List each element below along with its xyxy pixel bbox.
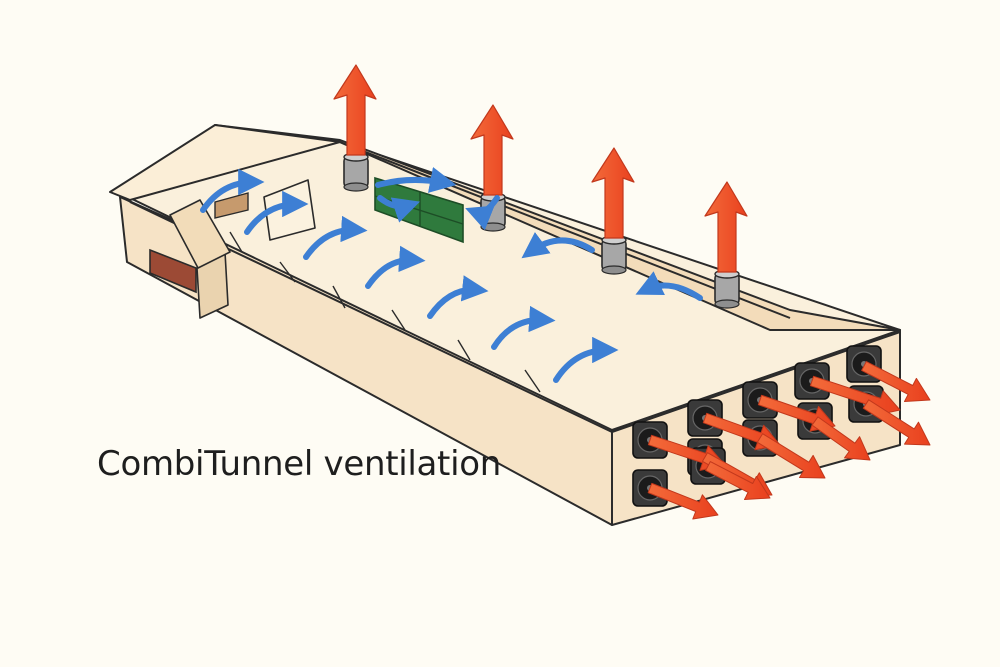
arrow-up-red-icon (470, 104, 514, 196)
curved-arrow-blue-icon (200, 168, 265, 213)
roof-chimney-icon (601, 235, 627, 275)
arrow-up-red-icon (333, 64, 377, 156)
roof-ridge (334, 139, 791, 319)
airflow-arrows (200, 167, 703, 383)
arrow-up-red-icon (591, 147, 635, 239)
arrow-out-red-icon (811, 416, 871, 461)
roof-chimney-icon (343, 152, 369, 192)
curved-arrow-blue-icon (365, 245, 426, 289)
roof-panel-lines (229, 231, 541, 393)
roof-chimney-icon (714, 269, 740, 309)
curved-arrow-blue-icon (375, 167, 457, 193)
curved-arrow-blue-icon (491, 305, 556, 350)
curved-arrow-blue-icon (635, 271, 703, 301)
arrow-out-red-icon (647, 482, 719, 520)
barn-door[interactable] (149, 248, 197, 294)
curved-arrow-blue-icon (427, 275, 489, 319)
inlet-panel (214, 192, 249, 219)
curved-arrow-blue-icon (521, 231, 595, 259)
arrow-out-red-icon (862, 399, 931, 446)
arrow-out-red-icon (705, 461, 771, 500)
arrow-out-red-icon (756, 433, 826, 479)
fan-exhaust-arrows (647, 361, 931, 520)
curved-arrow-blue-icon (244, 190, 309, 235)
diagram-caption: CombiTunnel ventilation (97, 444, 501, 484)
arrow-out-red-icon (861, 361, 931, 402)
arrow-up-red-icon (704, 181, 748, 273)
curved-arrow-blue-icon (553, 336, 619, 383)
curved-arrow-blue-icon (465, 195, 500, 231)
curved-arrow-blue-icon (303, 215, 368, 260)
curved-arrow-blue-icon (377, 195, 421, 223)
